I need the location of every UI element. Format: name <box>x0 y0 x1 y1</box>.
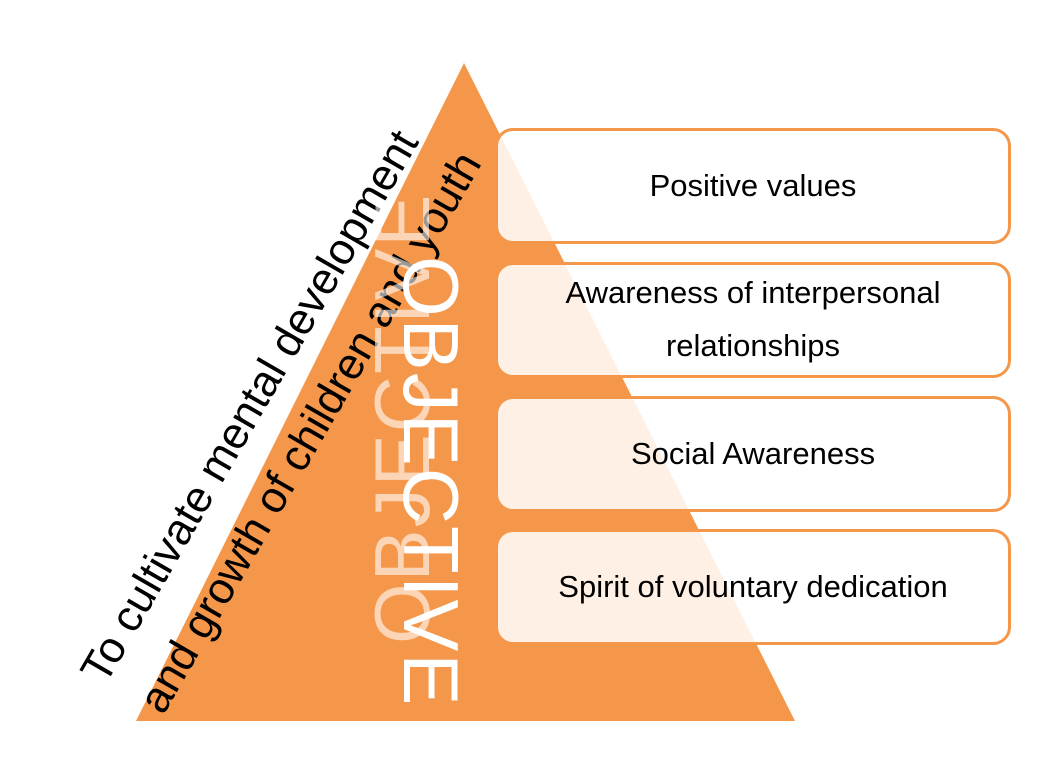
objective-box-2: Awareness of interpersonal relationships <box>495 262 1011 378</box>
objective-box-1-label: Positive values <box>649 167 857 203</box>
objective-box-4: Spirit of voluntary dedication <box>495 529 1011 645</box>
objective-box-3-label: Social Awareness <box>630 435 876 471</box>
objective-label: OBJECTIVE <box>387 256 475 708</box>
objective-box-2-label: Awareness of interpersonal relationships <box>565 275 941 363</box>
objective-box-1: Positive values <box>495 128 1011 244</box>
objective-box-4-label: Spirit of voluntary dedication <box>558 568 948 604</box>
objective-box-3: Social Awareness <box>495 396 1011 512</box>
